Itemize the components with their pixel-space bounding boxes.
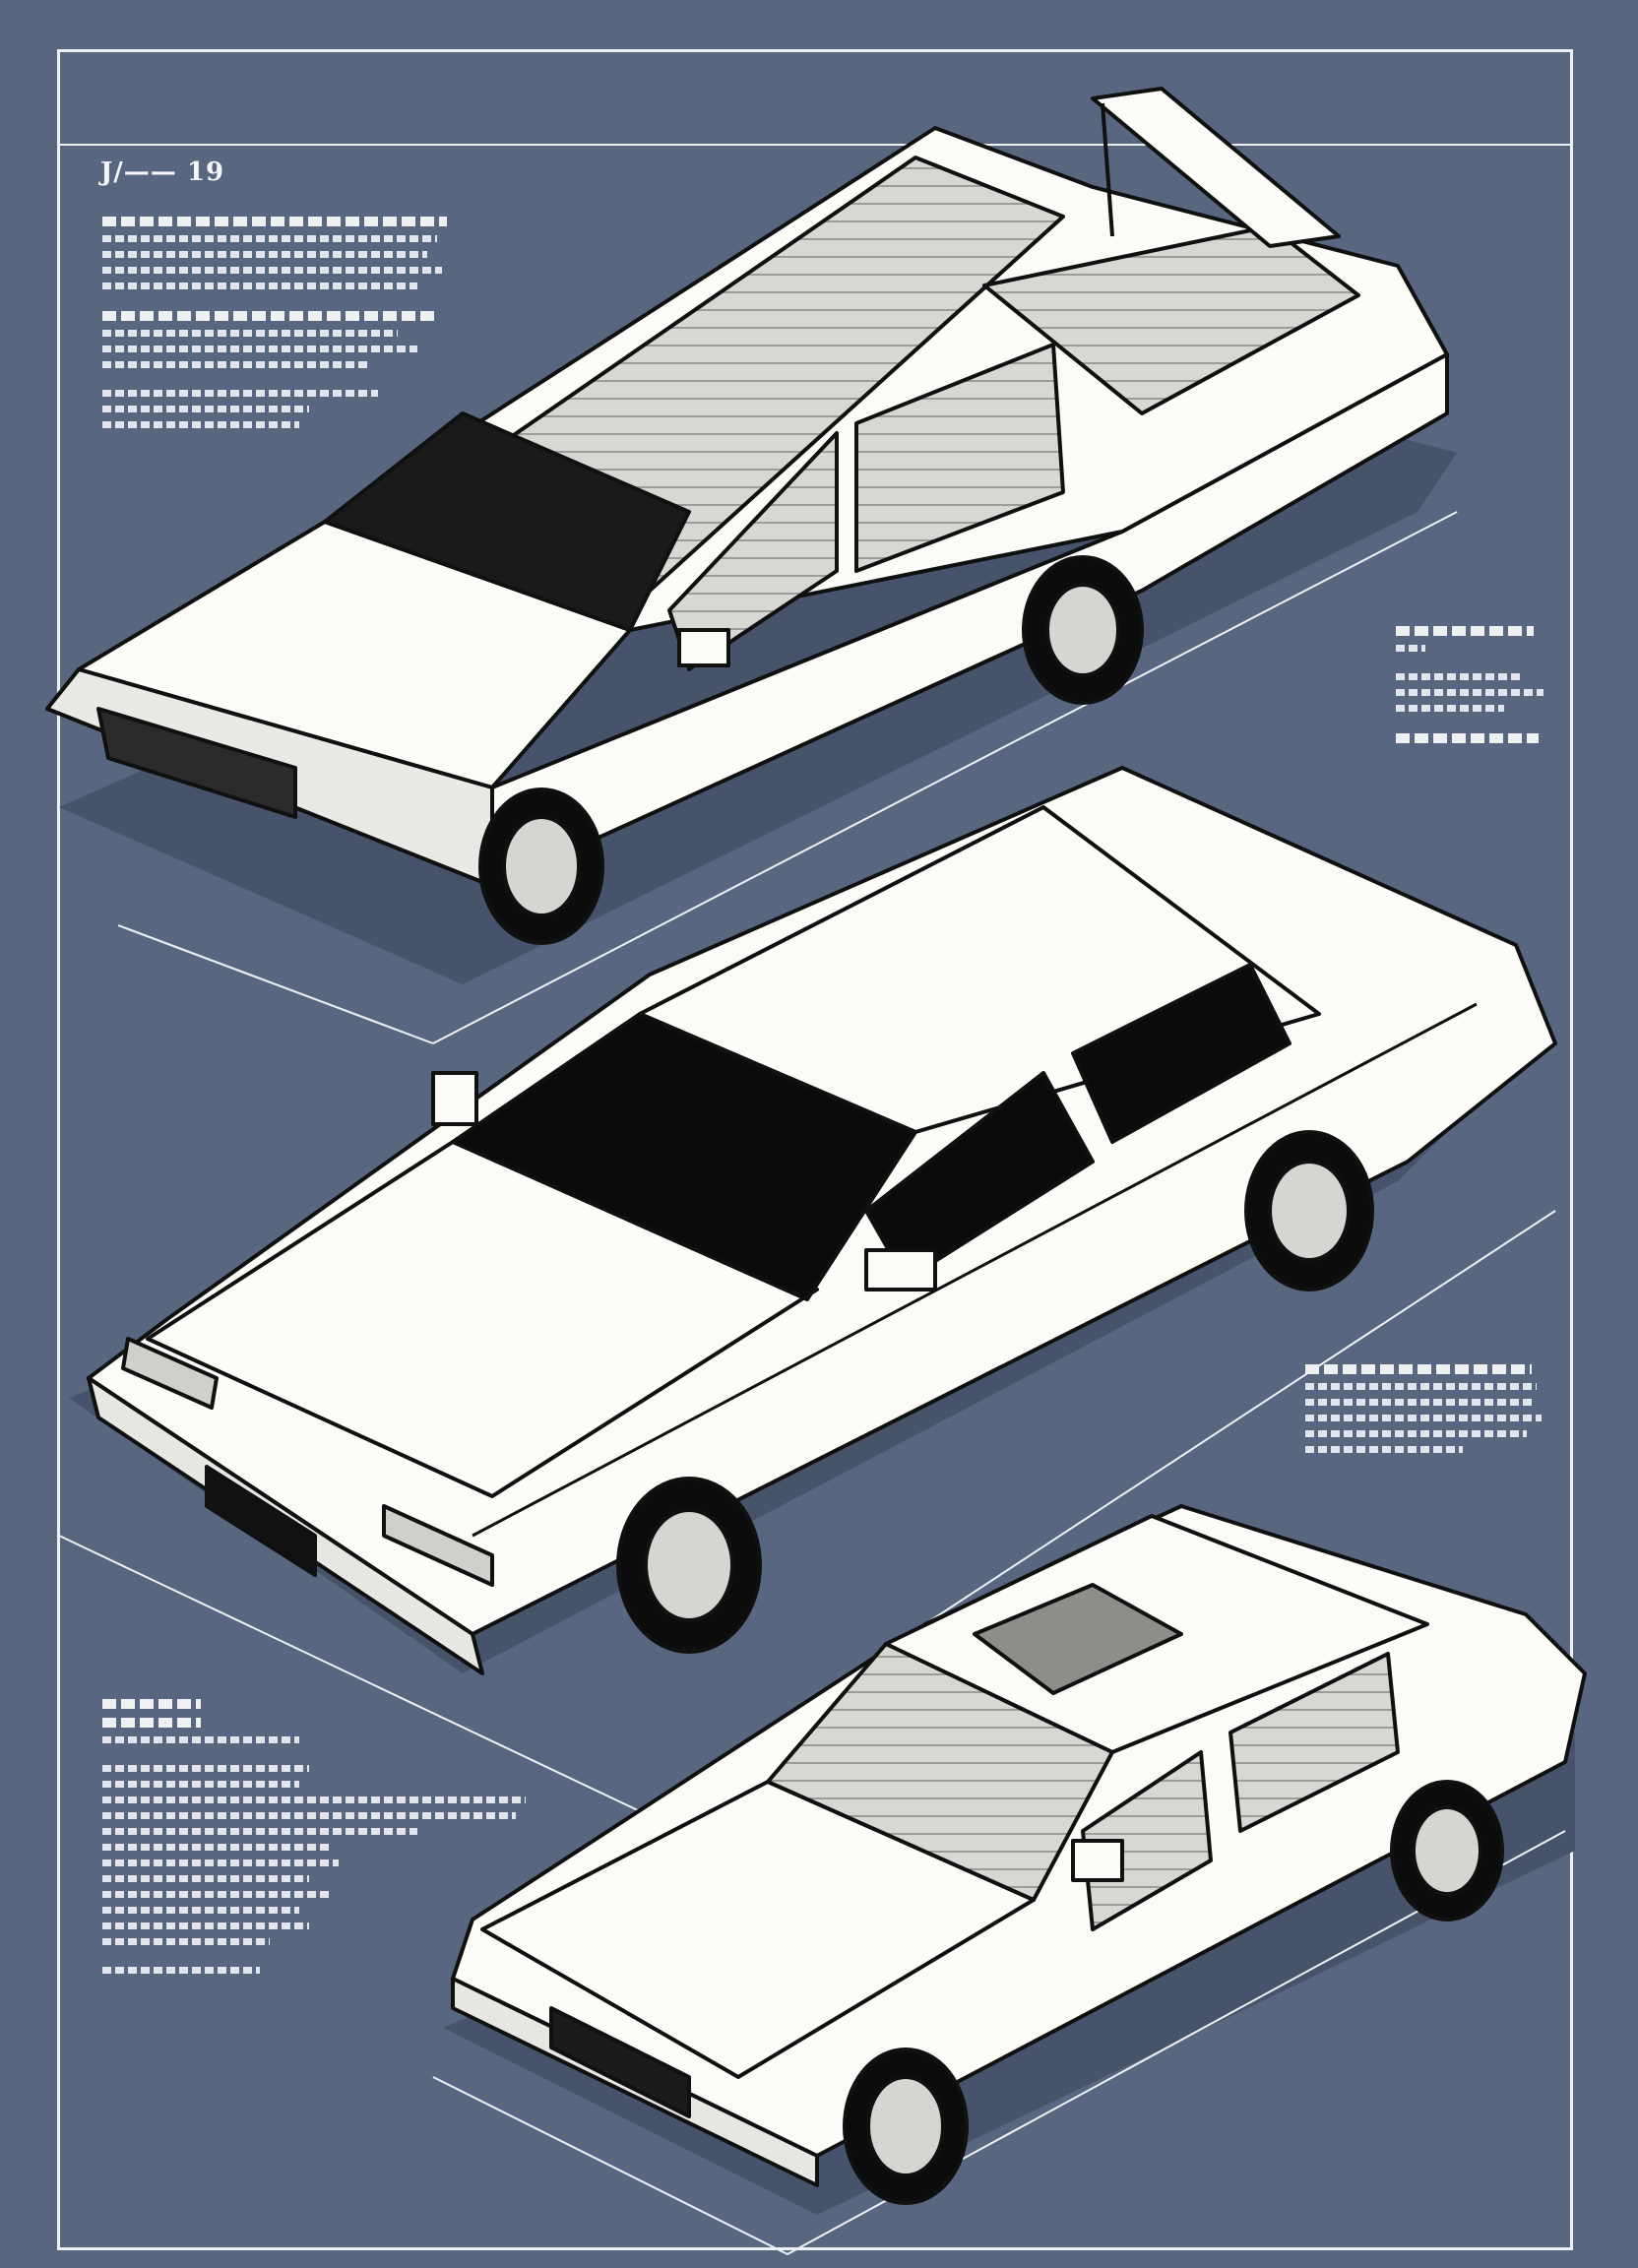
car-view-top — [45, 87, 1458, 1044]
spec-block-right-middle — [1305, 1364, 1542, 1462]
spec-block-right-upper — [1396, 626, 1544, 752]
sheet-title: J/—— 19 — [100, 158, 225, 187]
blueprint-frame — [57, 49, 1573, 2250]
spec-block-bottom-left — [102, 1699, 536, 1983]
spec-block-top-left — [102, 217, 457, 437]
car-view-bottom — [432, 1504, 1587, 2255]
header-rule — [57, 144, 1573, 146]
car-view-middle — [58, 766, 1557, 1812]
